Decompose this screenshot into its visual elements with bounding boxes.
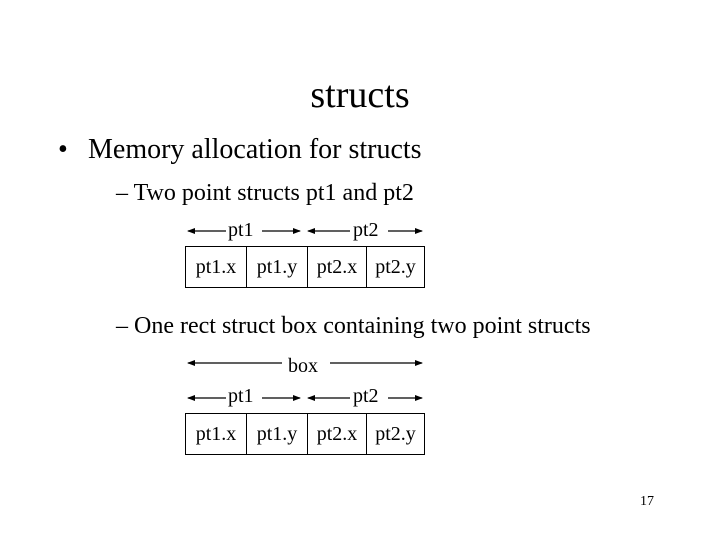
cell-pt2-y: pt2.y bbox=[366, 247, 425, 287]
slide-title: structs bbox=[310, 74, 410, 116]
main-bullet-text: Memory allocation for structs bbox=[88, 134, 422, 165]
cell-pt1-x: pt1.x bbox=[185, 247, 246, 287]
cell-pt1-x-2: pt1.x bbox=[185, 414, 246, 454]
sub-bullet-rect-box: – One rect struct box containing two poi… bbox=[116, 313, 591, 339]
main-bullet: • Memory allocation for structs bbox=[58, 132, 422, 168]
label-pt2-2: pt2 bbox=[353, 385, 379, 407]
cell-pt1-y-2: pt1.y bbox=[246, 414, 307, 454]
label-pt2: pt2 bbox=[353, 219, 379, 241]
memory-layout-1: pt1.x pt1.y pt2.x pt2.y bbox=[185, 246, 425, 288]
sub-bullet-two-points: – Two point structs pt1 and pt2 bbox=[116, 180, 414, 206]
memory-layout-2: pt1.x pt1.y pt2.x pt2.y bbox=[185, 413, 425, 455]
cell-pt2-y-2: pt2.y bbox=[366, 414, 425, 454]
cell-pt2-x: pt2.x bbox=[307, 247, 366, 287]
label-box: box bbox=[288, 355, 318, 377]
label-pt1-2: pt1 bbox=[228, 385, 254, 407]
cell-pt2-x-2: pt2.x bbox=[307, 414, 366, 454]
label-pt1: pt1 bbox=[228, 219, 254, 241]
bullet-marker: • bbox=[58, 134, 68, 165]
page-number: 17 bbox=[640, 494, 654, 509]
cell-pt1-y: pt1.y bbox=[246, 247, 307, 287]
